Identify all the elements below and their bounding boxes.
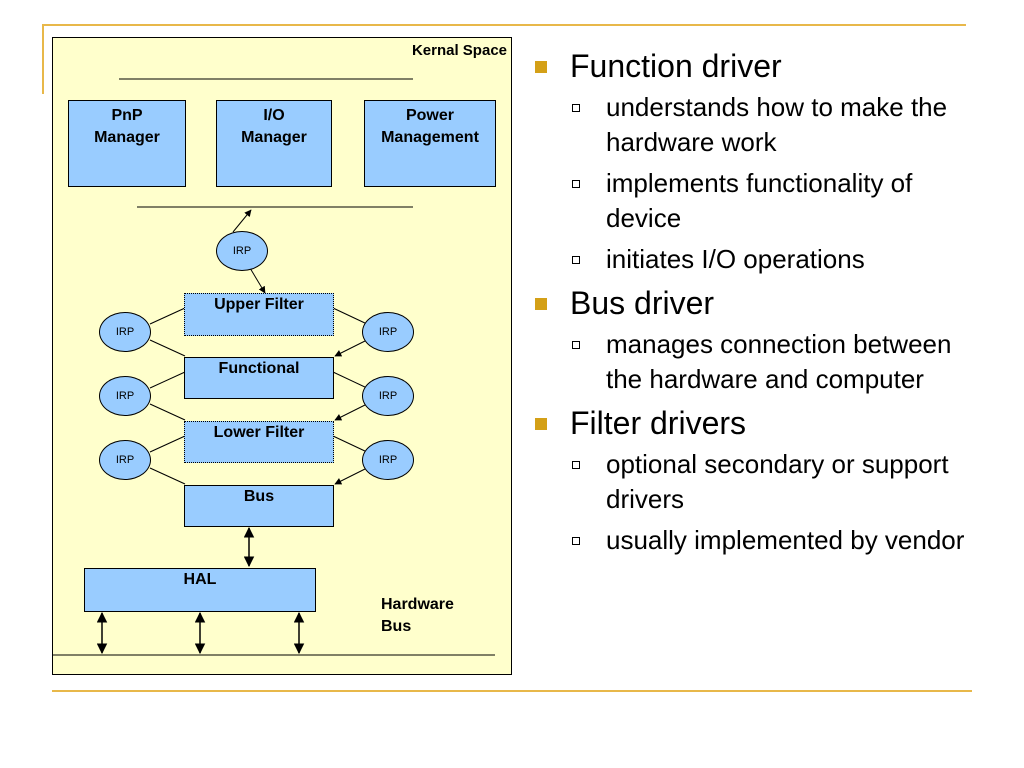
- irp-ellipse-top: IRP: [216, 231, 268, 271]
- irp-ellipse-right-3: IRP: [362, 440, 414, 480]
- irp-ellipse-left-1: IRP: [99, 312, 151, 352]
- sub-bullet: understands how to make the hardware wor…: [532, 90, 972, 160]
- power-line-2: Management: [381, 129, 479, 146]
- frame-top-line: [42, 24, 966, 26]
- sub-bullet-text: implements functionality of device: [606, 168, 913, 233]
- irp-to-io-arrow: [232, 209, 252, 233]
- hollow-square-bullet-icon: [572, 537, 580, 545]
- bullet-text: Function driver: [570, 48, 782, 84]
- bullet-text: Bus driver: [570, 285, 715, 321]
- irp-to-upper-arrow: [249, 267, 266, 294]
- sub-bullet-text: understands how to make the hardware wor…: [606, 92, 948, 157]
- sub-bullet-text: optional secondary or support drivers: [606, 449, 949, 514]
- square-bullet-icon: [535, 418, 547, 430]
- sub-bullet: optional secondary or support drivers: [532, 447, 972, 517]
- hollow-square-bullet-icon: [572, 341, 580, 349]
- hardware-bus-label: Hardware Bus: [381, 594, 454, 638]
- bullet-text: Filter drivers: [570, 405, 747, 441]
- sub-bullet: implements functionality of device: [532, 166, 972, 236]
- kernal-space-label: Kernal Space: [411, 42, 507, 59]
- io-line-2: Manager: [241, 129, 307, 146]
- io-line-1: I/O: [263, 107, 285, 124]
- sub-bullet-text: initiates I/O operations: [606, 244, 865, 274]
- irp-ellipse-right-2: IRP: [362, 376, 414, 416]
- bus-box: Bus: [184, 485, 334, 527]
- frame-bottom-line: [52, 690, 972, 692]
- square-bullet-icon: [535, 298, 547, 310]
- sub-bullet-text: manages connection between the hardware …: [606, 329, 952, 394]
- upper-filter-box: Upper Filter: [184, 293, 334, 336]
- hollow-square-bullet-icon: [572, 461, 580, 469]
- functional-box: Functional: [184, 357, 334, 399]
- diagram-connectors: [53, 78, 495, 656]
- hardware-bus-line-2: Bus: [381, 618, 412, 635]
- sub-bullet: manages connection between the hardware …: [532, 327, 972, 397]
- power-management-box: Power Management: [364, 100, 496, 187]
- irp-ellipse-left-3: IRP: [99, 440, 151, 480]
- hardware-bus-line-1: Hardware: [381, 596, 454, 613]
- pnp-line-1: PnP: [111, 107, 143, 124]
- hollow-square-bullet-icon: [572, 256, 580, 264]
- hal-box: HAL: [84, 568, 316, 612]
- pnp-line-2: Manager: [94, 129, 160, 146]
- io-manager-box: I/O Manager: [216, 100, 332, 187]
- sub-bullet-text: usually implemented by vendor: [606, 525, 965, 555]
- irp-ellipse-right-1: IRP: [362, 312, 414, 352]
- bullet-filter-drivers: Filter drivers: [532, 403, 972, 443]
- lower-filter-box: Lower Filter: [184, 421, 334, 463]
- bullet-function-driver: Function driver: [532, 46, 972, 86]
- hollow-square-bullet-icon: [572, 104, 580, 112]
- bullet-bus-driver: Bus driver: [532, 283, 972, 323]
- pnp-manager-box: PnP Manager: [68, 100, 186, 187]
- sub-bullet: initiates I/O operations: [532, 242, 972, 277]
- square-bullet-icon: [535, 61, 547, 73]
- driver-stack-diagram: Kernal Space PnP Manager I/O Manager Pow…: [52, 37, 512, 675]
- frame-left-line: [42, 24, 44, 94]
- bullet-list: Function driver understands how to make …: [532, 46, 972, 564]
- irp-ellipse-left-2: IRP: [99, 376, 151, 416]
- hollow-square-bullet-icon: [572, 180, 580, 188]
- sub-bullet: usually implemented by vendor: [532, 523, 972, 558]
- power-line-1: Power: [405, 107, 454, 124]
